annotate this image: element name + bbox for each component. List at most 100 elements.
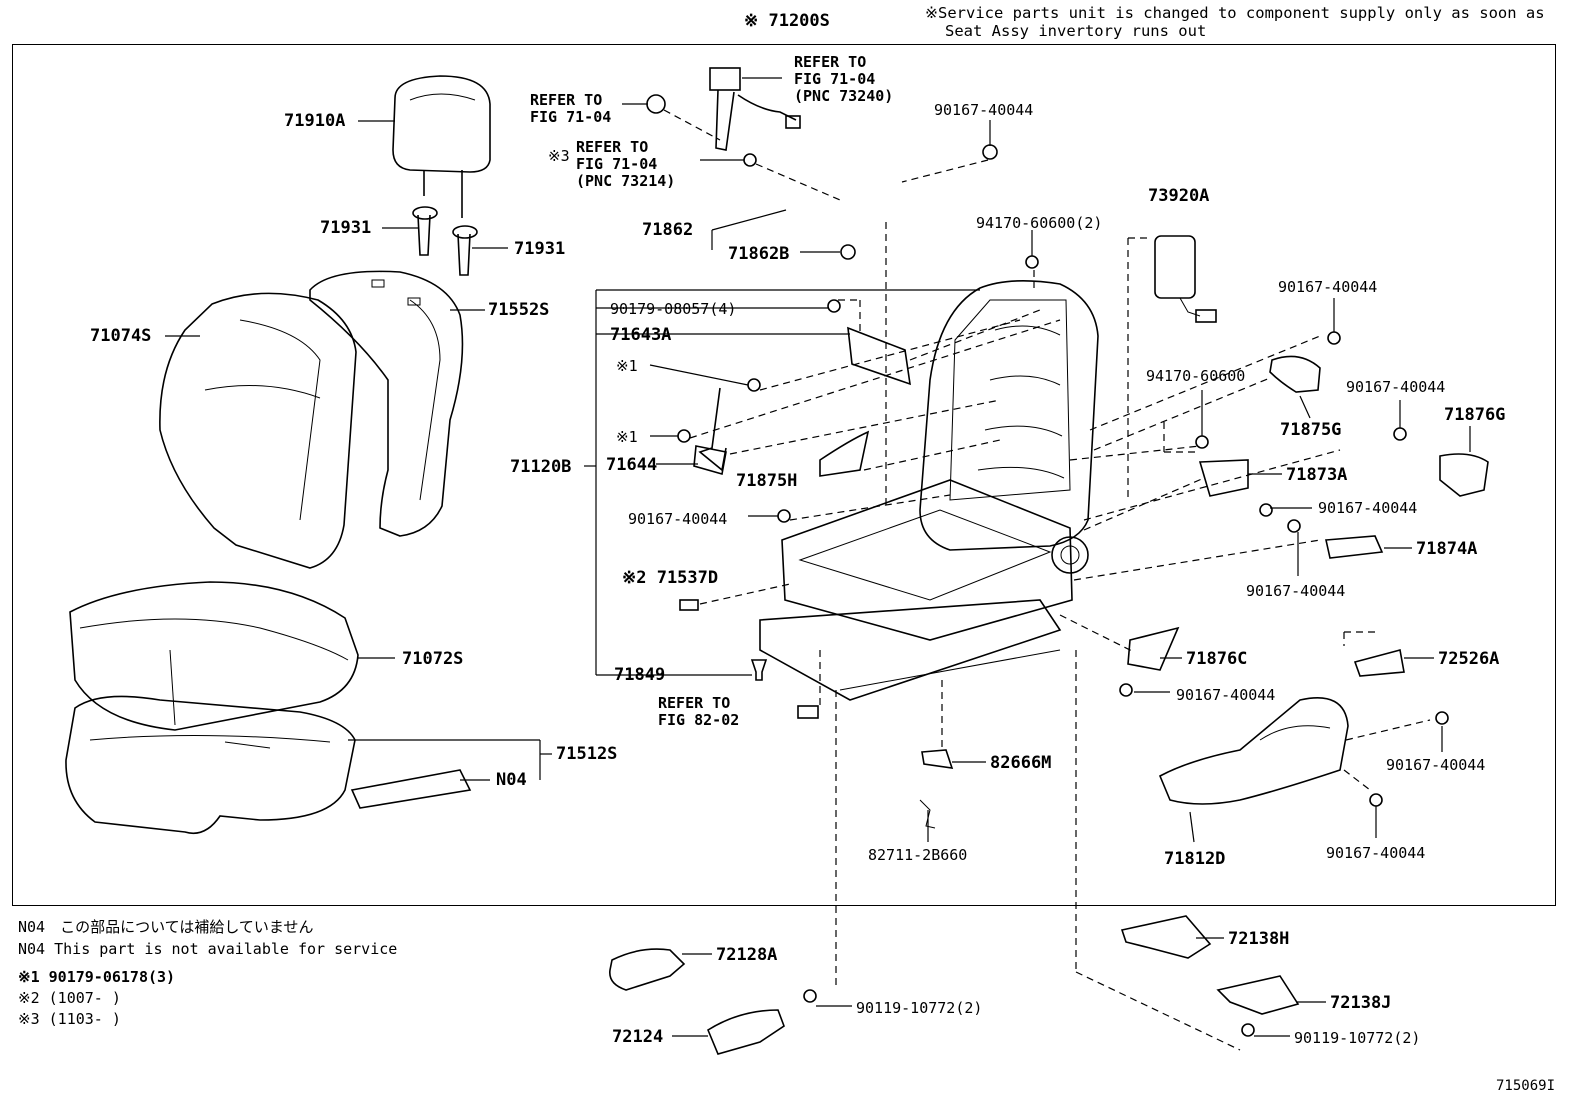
ref-fig-71-04-pnc73214[interactable]: REFER TO FIG 71-04 (PNC 73214) [576,139,675,190]
label-71812d[interactable]: 71812D [1164,849,1226,869]
cover-72128a-drawing [609,948,686,991]
clip-drawing [646,94,666,114]
ref-line: FIG 71-04 [530,108,612,126]
ref-line: FIG 82-02 [658,711,740,729]
label-72128a[interactable]: 72128A [716,945,778,965]
note-x2: ※2 (1007- ) [18,989,121,1007]
label-82711-2b660[interactable]: 82711-2B660 [868,846,968,864]
label-90167-r1[interactable]: 90167-40044 [1278,278,1378,296]
label-72526a[interactable]: 72526A [1438,649,1500,669]
label-90167-r3[interactable]: 90167-40044 [1318,499,1418,517]
ref-line: (PNC 73240) [794,87,894,105]
label-90119-10772-right[interactable]: 90119-10772(2) [1294,1029,1421,1047]
seatback-cover-drawing [159,292,357,569]
label-90167-r6[interactable]: 90167-40044 [1386,756,1486,774]
label-x1-lower: ※1 [616,428,638,446]
label-71931-left[interactable]: 71931 [320,218,372,238]
panel-71873a-drawing [1198,459,1249,497]
bracket-71643a-drawing [847,326,911,386]
label-90167-r4[interactable]: 90167-40044 [1246,582,1346,600]
label-94170-60600-2[interactable]: 94170-60600(2) [976,214,1103,232]
ref-82-02-part-drawing [797,705,819,719]
label-72138h[interactable]: 72138H [1228,929,1290,949]
bracket-71875h-drawing [819,430,870,477]
label-71537d[interactable]: ※2 71537D [622,568,719,588]
label-72124[interactable]: 72124 [612,1027,664,1047]
cable-71644-drawing [698,387,727,472]
label-90167-top[interactable]: 90167-40044 [934,101,1034,119]
cover-72124-drawing [707,1009,785,1055]
label-n04[interactable]: N04 [496,770,527,790]
label-71644[interactable]: 71644 [606,455,658,475]
ref-line: REFER TO [530,91,603,109]
label-71876c[interactable]: 71876C [1186,649,1248,669]
panel-71876c-drawing [1127,626,1180,671]
label-71552s[interactable]: 71552S [488,300,550,320]
label-71074s[interactable]: 71074S [90,326,152,346]
label-71874a[interactable]: 71874A [1416,539,1478,559]
ref-mark-x3: ※3 [548,147,570,165]
cap-71537d-drawing [679,599,699,611]
service-note-line2: Seat Assy invertory runs out [945,22,1207,40]
bracket-82666m-drawing [921,749,954,769]
note-x1: ※1 90179-06178(3) [18,968,176,986]
note-n04-en: N04 This part is not available for servi… [18,940,398,958]
panel-71875g-drawing [1269,355,1321,393]
panel-71876g-drawing [1439,453,1489,497]
label-71200s[interactable]: ※ 71200S [744,11,830,31]
ref-line: FIG 71-04 [576,155,658,173]
headrest-drawing [392,75,491,218]
label-73920a[interactable]: 73920A [1148,186,1210,206]
diagram-frame [12,44,1556,906]
panel-71874a-drawing [1325,535,1384,559]
n04-part-drawing [350,769,472,809]
label-71931-right[interactable]: 71931 [514,239,566,259]
label-71875h[interactable]: 71875H [736,471,798,491]
label-71875g[interactable]: 71875G [1280,420,1342,440]
label-71873a[interactable]: 71873A [1286,465,1348,485]
assembly-dash-lines [663,109,1431,1051]
label-71862b[interactable]: 71862B [728,244,790,264]
shield-71812d-drawing [1158,697,1349,805]
ref-line: REFER TO [794,53,867,71]
seat-frame-drawing [759,280,1099,701]
side-airbag-drawing [1154,235,1217,323]
label-90167-r5[interactable]: 90167-40044 [1176,686,1276,704]
label-71643a[interactable]: 71643A [610,325,672,345]
seatback-pad-drawing [309,270,464,537]
seatbelt-buckle-drawing [709,67,801,151]
ref-line: FIG 71-04 [794,70,876,88]
label-90167-left[interactable]: 90167-40044 [628,510,728,528]
label-82666m[interactable]: 82666M [990,753,1052,773]
label-90119-10772-left[interactable]: 90119-10772(2) [856,999,983,1017]
ref-fig-71-04[interactable]: REFER TO FIG 71-04 [530,92,611,126]
headrest-support-drawing [412,206,478,276]
label-71876g[interactable]: 71876G [1444,405,1506,425]
leader-lines [165,77,1471,1037]
cushion-pad-drawing [65,695,356,835]
service-note-line1: ※Service parts unit is changed to compon… [925,4,1545,22]
label-71910a[interactable]: 71910A [284,111,346,131]
ref-line: REFER TO [658,694,731,712]
label-71849[interactable]: 71849 [614,665,666,685]
service-note: ※Service parts unit is changed to compon… [925,4,1545,40]
label-71120b[interactable]: 71120B [510,457,572,477]
label-72138j[interactable]: 72138J [1330,993,1392,1013]
trim-72526a-drawing [1353,649,1405,677]
label-90167-r2[interactable]: 90167-40044 [1346,378,1446,396]
label-71512s[interactable]: 71512S [556,744,618,764]
label-71072s[interactable]: 71072S [402,649,464,669]
cushion-cover-drawing [69,581,359,731]
ref-line: REFER TO [576,138,649,156]
note-n04-jp: N04 この部品については補給していません [18,918,314,936]
label-71862[interactable]: 71862 [642,220,694,240]
ref-fig-71-04-pnc73240[interactable]: REFER TO FIG 71-04 (PNC 73240) [794,54,893,105]
label-90179-08057[interactable]: 90179-08057(4) [610,300,737,318]
pin-71849-drawing [750,659,768,681]
cover-72138j-drawing [1216,975,1300,1015]
ref-line: (PNC 73214) [576,172,676,190]
label-94170-60600[interactable]: 94170-60600 [1146,367,1246,385]
ref-fig-82-02[interactable]: REFER TO FIG 82-02 [658,695,739,729]
label-90167-r7[interactable]: 90167-40044 [1326,844,1426,862]
